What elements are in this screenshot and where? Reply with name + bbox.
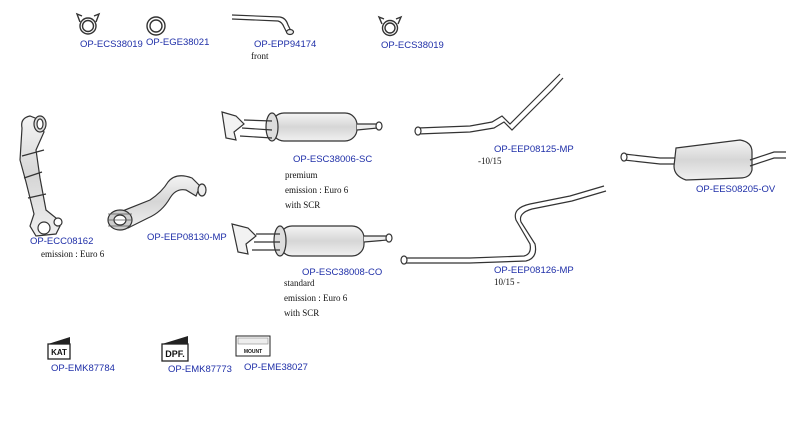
premium-note-line-2: emission : Euro 6	[285, 185, 349, 195]
mid-pipe-1-date-note: -10/15	[478, 156, 502, 166]
part-code-pipe-front[interactable]: OP-EPP94174	[254, 39, 317, 50]
clamp-part-1[interactable]	[75, 12, 101, 35]
part-code-front-pipe[interactable]: OP-EEP08130-MP	[147, 232, 227, 243]
dpf-kit-icon[interactable]	[161, 336, 189, 362]
mid-pipe-1-part[interactable]	[414, 73, 564, 136]
front-note: front	[251, 51, 269, 61]
part-code-rear-silencer[interactable]: OP-EES08205-OV	[696, 184, 776, 195]
standard-note-line-1: standard	[284, 278, 315, 288]
mid-pipe-2-part[interactable]	[400, 185, 607, 265]
part-code-clamp-1[interactable]: OP-ECS38019	[80, 39, 143, 50]
part-code-mid-pipe-1[interactable]: OP-EEP08125-MP	[494, 144, 574, 155]
standard-note-line-2: emission : Euro 6	[284, 293, 348, 303]
standard-note-line-3: with SCR	[284, 308, 320, 318]
rear-silencer-part[interactable]	[620, 139, 786, 181]
kat-kit-icon[interactable]	[47, 337, 71, 360]
clamp-part-2[interactable]	[377, 15, 403, 37]
kat-badge-label: KAT	[51, 348, 67, 357]
part-code-dpf-kit[interactable]: OP-EMK87773	[168, 364, 232, 375]
front-pipe-part[interactable]	[107, 175, 207, 231]
part-code-dpf-standard[interactable]: OP-ESC38008-CO	[302, 267, 383, 278]
gasket-part[interactable]	[146, 16, 166, 36]
part-code-clamp-2[interactable]: OP-ECS38019	[381, 40, 444, 51]
front-small-pipe-part[interactable]	[231, 14, 295, 36]
premium-note-line-3: with SCR	[285, 200, 321, 210]
part-code-kat-kit[interactable]: OP-EMK87784	[51, 363, 115, 374]
part-code-gasket[interactable]: OP-EGE38021	[146, 37, 210, 48]
dpf-premium-part[interactable]	[221, 111, 383, 142]
premium-note-line-1: premium	[285, 170, 318, 180]
mid-pipe-2-date-note: 10/15 -	[494, 277, 520, 287]
dpf-badge-label: DPF.	[165, 349, 185, 359]
catalyst-emission-note: emission : Euro 6	[41, 249, 105, 259]
mount-badge-label: MOUNT	[244, 349, 262, 355]
standard-notes: standard emission : Euro 6 with SCR	[284, 278, 347, 323]
part-code-mount-kit[interactable]: OP-EME38027	[244, 362, 308, 373]
catalyst-part[interactable]	[19, 115, 63, 237]
premium-notes: premium emission : Euro 6 with SCR	[285, 170, 348, 215]
mount-kit-icon[interactable]	[235, 335, 271, 357]
dpf-standard-part[interactable]	[231, 223, 393, 257]
part-code-catalyst[interactable]: OP-ECC08162	[30, 236, 94, 247]
part-code-mid-pipe-2[interactable]: OP-EEP08126-MP	[494, 265, 574, 276]
part-code-dpf-premium[interactable]: OP-ESC38006-SC	[293, 154, 373, 165]
